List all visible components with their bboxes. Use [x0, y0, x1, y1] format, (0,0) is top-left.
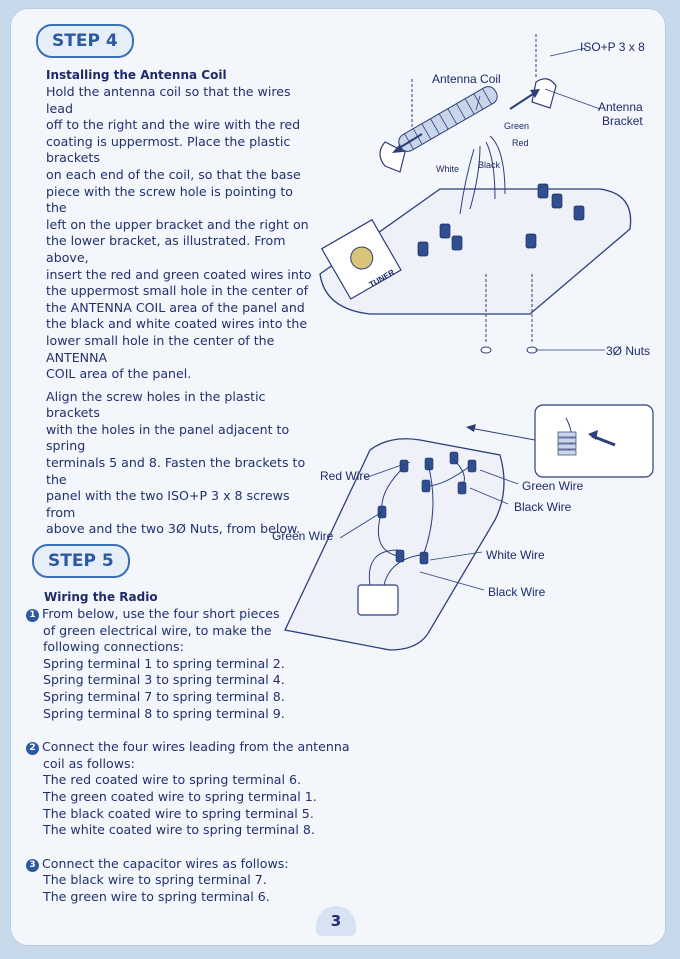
text-line: off to the right and the wire with the r…: [46, 117, 301, 133]
text-line: Spring terminal 7 to spring terminal 8.: [43, 688, 285, 704]
antenna-bracket-label: Antenna Bracket: [598, 100, 643, 128]
text-line: the lower bracket, as illustrated. From …: [46, 233, 286, 265]
text-line: Spring terminal 1 to spring terminal 2.: [43, 655, 285, 671]
antenna-coil-label: Antenna Coil: [432, 72, 501, 86]
item-3-intro: Connect the capacitor wires as follows:: [42, 856, 289, 871]
text-line: the uppermost small hole in the center o…: [46, 283, 309, 299]
text-line: Connect the four wires leading from the …: [42, 739, 350, 755]
text-line: coil as follows:: [43, 755, 135, 771]
step-4-heading: Installing the Antenna Coil: [46, 68, 227, 82]
wiring-diagram: [284, 404, 654, 651]
green-wire-top-label: Green Wire: [522, 479, 584, 493]
white-wire-label: White Wire: [486, 548, 545, 562]
green-wire-left-label: Green Wire: [272, 529, 334, 543]
step-4-para-1: Hold the antenna coil so that the wires …: [46, 84, 316, 383]
text-line: The white coated wire to spring terminal…: [43, 822, 315, 838]
red-wire-small-label: Red: [512, 138, 529, 148]
step-5-badge: STEP 5: [32, 544, 130, 578]
black-wire-top-label: Black Wire: [514, 500, 572, 514]
page-number: 3: [316, 906, 356, 936]
step-5-heading: Wiring the Radio: [44, 590, 158, 604]
text-line: lower small hole in the center of the AN…: [46, 332, 275, 365]
text-line: The green wire to spring terminal 6.: [43, 888, 270, 904]
text-line: From below, use the four short pieces: [42, 606, 280, 621]
text-line: on each end of the coil, so that the bas…: [46, 166, 301, 182]
text-line: the ANTENNA COIL area of the panel and: [46, 299, 305, 315]
text-line: with the holes in the panel adjacent to …: [46, 421, 290, 454]
step-4-badge: STEP 4: [36, 24, 134, 58]
screw-label: ISO+P 3 x 8: [580, 40, 645, 54]
white-wire-small-label: White: [436, 164, 460, 174]
antenna-coil-diagram: [319, 34, 632, 354]
text-line: The black wire to spring terminal 7.: [43, 872, 267, 888]
text-line: The green coated wire to spring terminal…: [43, 788, 317, 804]
green-wire-small-label: Green: [504, 121, 530, 131]
text-line: left on the upper bracket and the right …: [46, 216, 309, 232]
item-1-connections: Spring terminal 1 to spring terminal 2.S…: [26, 656, 356, 722]
text-line: the black and white coated wires into th…: [46, 316, 308, 332]
text-line: The black coated wire to spring terminal…: [43, 805, 314, 821]
text-line: Spring terminal 3 to spring terminal 4.: [43, 672, 285, 688]
text-line: Align the screw holes in the plastic bra…: [46, 388, 266, 421]
item-2-connections: The red coated wire to spring terminal 6…: [26, 772, 356, 838]
text-line: Connect the capacitor wires as follows:: [42, 855, 289, 871]
text-line: Hold the antenna coil so that the wires …: [46, 84, 291, 116]
step-4-text: Hold the antenna coil so that the wires …: [46, 84, 316, 538]
text-line: The red coated wire to spring terminal 6…: [43, 772, 302, 788]
step-4-para-2: Align the screw holes in the plastic bra…: [46, 389, 316, 538]
item-1-number: 1: [26, 609, 39, 622]
text-line: above and the two 3Ø Nuts, from below.: [46, 521, 301, 537]
item-3-connections: The black wire to spring terminal 7.The …: [26, 872, 356, 905]
item-3-number: 3: [26, 858, 39, 872]
item-2-number: 2: [26, 742, 39, 756]
text-line: COIL area of the panel.: [46, 366, 192, 382]
text-line: of green electrical wire, to make the: [43, 622, 272, 638]
text-line: panel with the two ISO+P 3 x 8 screws fr…: [46, 488, 290, 520]
black-wire-small-label: Black: [478, 160, 501, 170]
text-line: following connections:: [43, 639, 184, 655]
text-line: coating is uppermost. Place the plastic …: [46, 133, 291, 166]
text-line: insert the red and green coated wires in…: [46, 266, 312, 282]
text-line: piece with the screw hole is pointing to…: [46, 183, 293, 216]
nuts-label: 3Ø Nuts: [606, 344, 651, 358]
text-line: terminals 5 and 8. Fasten the brackets t…: [46, 455, 306, 487]
item-2-intro: Connect the four wires leading from the …: [26, 739, 356, 772]
text-line: Spring terminal 8 to spring terminal 9.: [43, 705, 285, 721]
black-wire-bottom-label: Black Wire: [488, 585, 546, 599]
red-wire-label: Red Wire: [320, 469, 371, 483]
